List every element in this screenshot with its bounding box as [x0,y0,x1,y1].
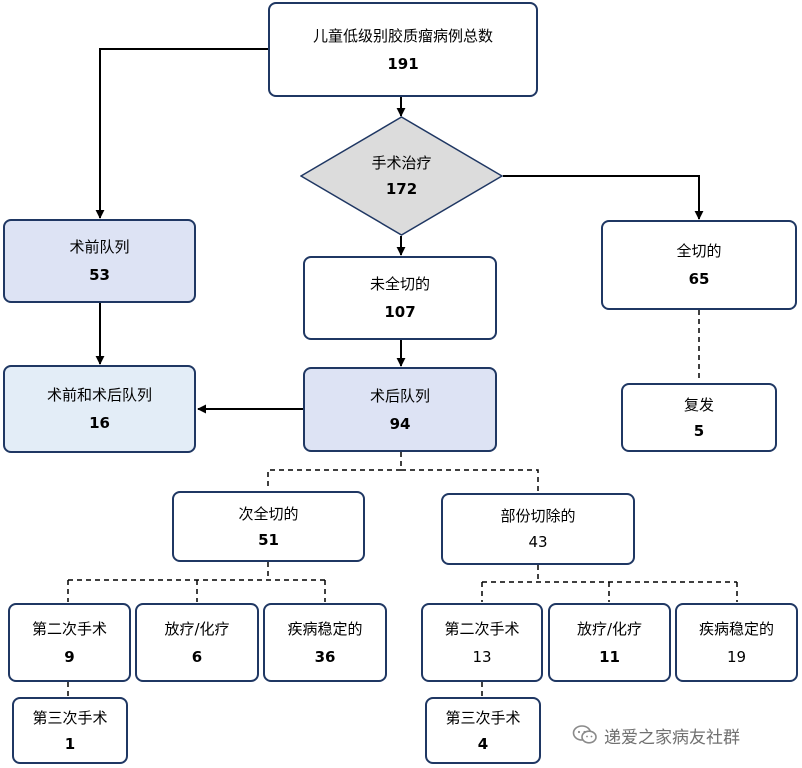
subtotal-resection-label: 次全切的 [238,504,299,523]
pre-post-cohort-label: 术前和术后队列 [46,386,152,404]
partial-resection-box: 部份切除的 43 [441,493,635,565]
par-third-surgery-value: 4 [477,734,489,753]
pre-post-cohort-box: 术前和术后队列 16 [3,365,196,453]
sub-second-surgery-value: 9 [64,647,75,666]
surgery-value: 172 [385,180,418,198]
postop-cohort-value: 94 [389,414,411,433]
surgery-label: 手术治疗 [371,154,432,172]
surgery-decision-text: 手术治疗 172 [300,116,503,236]
preop-cohort-value: 53 [89,266,110,284]
sub-radio-chemo-value: 6 [191,647,203,666]
par-second-surgery-value: 13 [472,647,492,666]
watermark-text: 递爱之家病友社群 [604,727,740,748]
postop-cohort-box: 术后队列 94 [303,367,497,452]
relapse-box: 复发 5 [621,383,777,452]
par-stable-disease-box: 疾病稳定的 19 [675,603,798,682]
sub-stable-disease-value: 36 [314,647,336,666]
par-third-surgery-label: 第三次手术 [445,708,521,727]
relapse-label: 复发 [683,395,714,414]
sub-stable-disease-label: 疾病稳定的 [287,619,363,638]
sub-third-surgery-box: 第三次手术 1 [12,697,128,764]
par-radio-chemo-value: 11 [599,647,620,666]
subtotal-resection-value: 51 [258,530,279,549]
dash-postop-split [267,452,402,490]
relapse-value: 5 [693,421,705,440]
dash-postop-split-right [401,469,539,492]
par-stable-disease-value: 19 [726,647,747,666]
par-third-surgery-box: 第三次手术 4 [425,697,541,764]
watermark: 递爱之家病友社群 [572,720,740,750]
arrow-surgery-to-complete [503,175,704,220]
total-cases-value: 191 [387,54,419,73]
sub-radio-chemo-label: 放疗/化疗 [164,619,230,638]
par-stable-disease-label: 疾病稳定的 [698,619,774,638]
partial-resection-value: 43 [528,533,548,551]
par-second-surgery-box: 第二次手术 13 [421,603,543,682]
par-second-surgery-label: 第二次手术 [444,619,520,638]
preop-cohort-box: 术前队列 53 [3,219,196,303]
sub-radio-chemo-box: 放疗/化疗 6 [135,603,259,682]
sub-second-surgery-box: 第二次手术 9 [8,603,131,682]
total-cases-label: 儿童低级别胶质瘤病例总数 [312,26,493,45]
preop-cohort-label: 术前队列 [69,238,130,256]
sub-second-surgery-label: 第二次手术 [31,619,107,638]
arrow-total-to-preop [95,48,268,219]
complete-resection-box: 全切的 65 [601,220,797,310]
sub-stable-disease-box: 疾病稳定的 36 [263,603,387,682]
incomplete-resection-label: 未全切的 [369,275,430,293]
incomplete-resection-value: 107 [384,303,416,321]
par-radio-chemo-label: 放疗/化疗 [576,619,643,638]
postop-cohort-label: 术后队列 [369,386,430,405]
partial-resection-label: 部份切除的 [500,507,576,525]
complete-resection-label: 全切的 [676,242,722,260]
sub-third-surgery-value: 1 [64,734,76,753]
sub-third-surgery-label: 第三次手术 [32,708,108,727]
wechat-icon [572,725,597,744]
par-radio-chemo-box: 放疗/化疗 11 [548,603,671,682]
pre-post-cohort-value: 16 [89,414,110,432]
surgery-decision-diamond [300,116,503,236]
subtotal-resection-box: 次全切的 51 [172,491,365,562]
complete-resection-value: 65 [688,270,710,288]
total-cases-box: 儿童低级别胶质瘤病例总数 191 [268,2,538,97]
incomplete-resection-box: 未全切的 107 [303,256,497,340]
